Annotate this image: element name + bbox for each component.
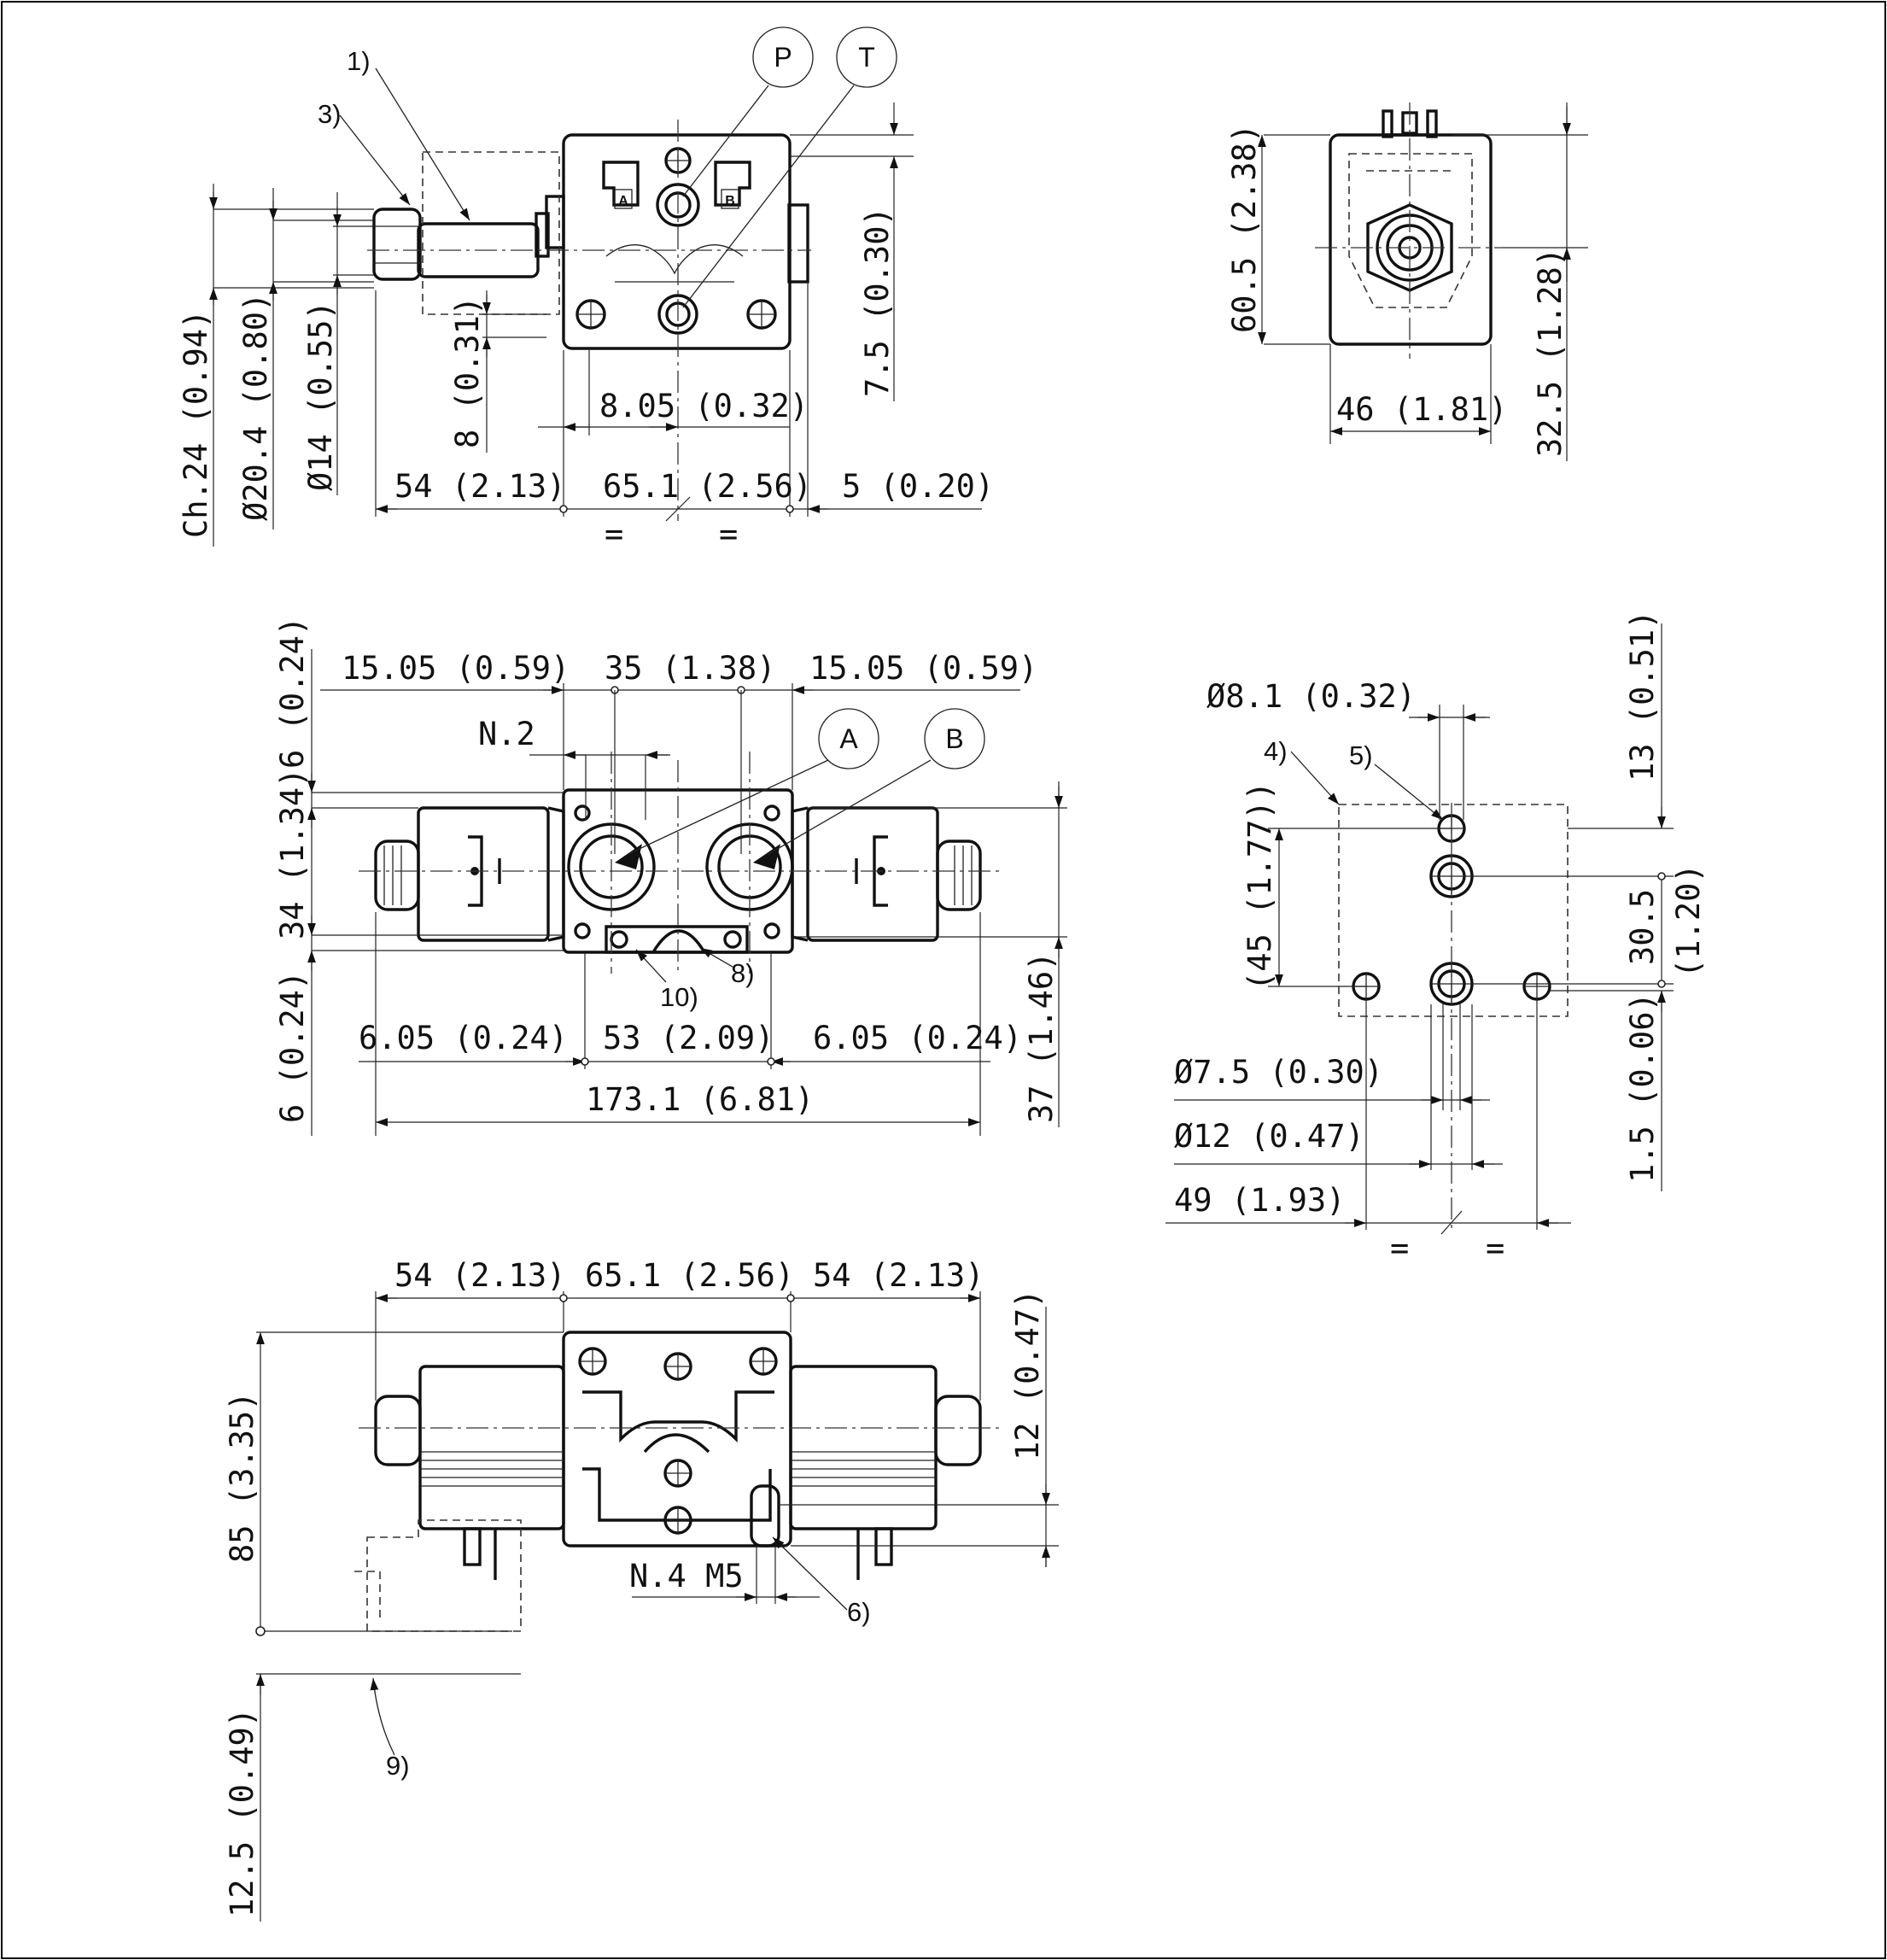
dim-w-49: 49 (1.93) xyxy=(1174,1182,1345,1219)
dim-v-45: (45 (1.77)) xyxy=(1241,781,1278,991)
dim-v-15: 1.5 (0.06) xyxy=(1624,992,1661,1183)
dim-bottom-right-54: 54 (2.13) xyxy=(813,1257,984,1294)
dim-coil-height: 60.5 (2.38) xyxy=(1226,124,1263,333)
dim-coil-centre: 32.5 (1.28) xyxy=(1532,248,1569,457)
note-9: 9) xyxy=(386,1751,410,1781)
dim-v-305-inch: (1.20) xyxy=(1670,863,1707,978)
dim-center-53: 53 (2.09) xyxy=(603,1020,774,1056)
dim-coil-width: 46 (1.81) xyxy=(1336,391,1507,428)
dim-center-35: 35 (1.38) xyxy=(605,650,775,687)
note-10: 10) xyxy=(660,982,698,1012)
dim-dia-12: Ø12 (0.47) xyxy=(1174,1118,1364,1155)
port-balloon-b xyxy=(924,708,985,769)
dim-hex: Ch.24 (0.94) xyxy=(178,310,214,538)
note-3: 3) xyxy=(318,99,342,129)
note-5: 5) xyxy=(1349,740,1373,770)
bottom-valve-body xyxy=(562,1331,792,1548)
dim-left-1505: 15.05 (0.59) xyxy=(342,650,570,687)
top-valve-body xyxy=(562,133,792,350)
dim-total-length: 173.1 (6.81) xyxy=(586,1081,814,1118)
dim-v-75: 7.5 (0.30) xyxy=(859,207,896,397)
mounting-view: 4) 5) Ø8.1 (0.32) 13 (0.51) (45 (1.77)) … xyxy=(1166,611,1707,1267)
note-6: 6) xyxy=(847,1597,871,1627)
note-4: 4) xyxy=(1264,736,1288,766)
dim-dia-outer: Ø20.4 (0.80) xyxy=(237,293,274,521)
front-coil-left xyxy=(417,806,550,942)
dim-right-605: 6.05 (0.24) xyxy=(813,1020,1022,1056)
dim-v-6-top: 6 (0.24) xyxy=(274,617,311,769)
note-8: 8) xyxy=(731,958,755,988)
dim-dia-inner: Ø14 (0.55) xyxy=(302,301,339,491)
port-label-a: A xyxy=(839,723,858,754)
coil-body xyxy=(1329,133,1493,346)
top-holes xyxy=(575,147,777,335)
solenoid-nut xyxy=(372,208,422,281)
dim-v-37: 37 (1.46) xyxy=(1023,952,1060,1123)
dim-w-5: 5 (0.20) xyxy=(842,468,994,505)
dim-w-54: 54 (2.13) xyxy=(394,468,565,505)
dim-n2: N.2 xyxy=(478,716,535,752)
port-label-t: T xyxy=(858,42,875,73)
dim-mount-eq-2: = xyxy=(1486,1230,1504,1267)
dim-offset-8: 8 (0.31) xyxy=(449,296,486,448)
dim-v-34: 34 (1.34) xyxy=(274,769,311,939)
top-view: A B P T 1) 3) Ch.24 (0.94) xyxy=(178,26,994,553)
port-label-b: B xyxy=(945,723,963,754)
dim-h-805: 8.05 (0.32) xyxy=(599,388,809,424)
port-balloon-a xyxy=(818,708,879,769)
front-view: A B 8) 10) 15.05 (0.59) 35 (1.38) 15.05 … xyxy=(274,617,1067,1136)
note-1: 1) xyxy=(347,46,371,76)
dim-mount-eq-1: = xyxy=(1390,1230,1409,1267)
dim-v-85: 85 (3.35) xyxy=(224,1392,260,1563)
dim-w-651: 65.1 (2.56) xyxy=(603,468,812,505)
port-label-p: P xyxy=(774,42,792,73)
dim-right-1505: 15.05 (0.59) xyxy=(809,650,1037,687)
dim-thread: N.4 M5 xyxy=(629,1558,744,1594)
dim-bottom-center-651: 65.1 (2.56) xyxy=(585,1257,794,1294)
dim-v-12: 12 (0.47) xyxy=(1009,1290,1046,1460)
top-port-mark-a: A xyxy=(618,194,628,208)
dim-left-605: 6.05 (0.24) xyxy=(359,1020,568,1056)
dim-dia-75: Ø7.5 (0.30) xyxy=(1174,1054,1383,1091)
port-balloon-t xyxy=(836,26,897,88)
dim-dia-81: Ø8.1 (0.32) xyxy=(1206,678,1416,715)
front-coil-right xyxy=(806,806,939,942)
dim-bottom-left-54: 54 (2.13) xyxy=(394,1257,565,1294)
dim-v-13: 13 (0.51) xyxy=(1624,611,1661,781)
dim-v-305: 30.5 xyxy=(1624,889,1661,965)
dim-v-125: 12.5 (0.49) xyxy=(224,1708,260,1917)
bottom-view: 54 (2.13) 65.1 (2.56) 54 (2.13) 12 (0.47… xyxy=(224,1257,1059,1922)
dim-eq-2: = xyxy=(719,516,738,553)
top-port-mark-b: B xyxy=(725,194,735,208)
mounting-outline xyxy=(1338,804,1569,1017)
port-balloon-p xyxy=(752,26,814,88)
dim-v-6-low: 6 (0.24) xyxy=(274,971,311,1123)
bottom-coil-left xyxy=(418,1365,565,1530)
coil-view: 60.5 (2.38) 46 (1.81) 32.5 (1.28) xyxy=(1226,102,1588,461)
dim-eq-1: = xyxy=(605,516,623,553)
